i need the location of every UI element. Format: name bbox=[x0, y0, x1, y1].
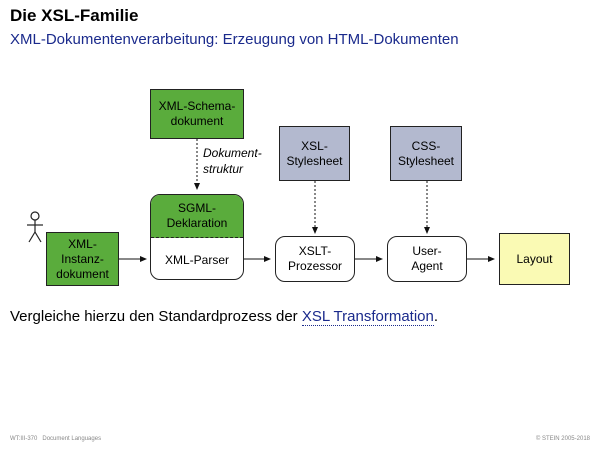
instanz-label-line2: Instanz- bbox=[61, 251, 104, 266]
sgml-declaration-section: SGML-Deklaration bbox=[151, 195, 243, 238]
instanz-label-line3: dokument bbox=[56, 266, 109, 281]
page-subtitle: XML-Dokumentenverarbeitung: Erzeugung vo… bbox=[10, 31, 459, 48]
user-agent-box: User-Agent bbox=[387, 236, 467, 282]
xml-instance-document-box: XML-Instanz-dokument bbox=[46, 232, 119, 286]
schema-label-line1: XML-Schema- bbox=[158, 99, 236, 113]
xslt-processor-box: XSLT-Prozessor bbox=[275, 236, 355, 282]
xsl-transformation-link[interactable]: XSL Transformation bbox=[301, 308, 434, 326]
xsl-stylesheet-box: XSL-Stylesheet bbox=[279, 126, 350, 181]
page-title: Die XSL-Familie bbox=[10, 6, 139, 25]
sgml-label-line1: SGML- bbox=[177, 201, 216, 215]
xsl-label-line1: XSL- bbox=[301, 138, 328, 153]
schema-label-line2: dokument bbox=[170, 114, 224, 128]
xsl-label-line2: Stylesheet bbox=[286, 153, 343, 168]
footer-left: WT:III-370 Document Languages bbox=[10, 436, 101, 442]
body-text-before: Vergleiche hierzu den Standardprozess de… bbox=[10, 308, 302, 325]
body-text-after: . bbox=[433, 308, 439, 325]
xml-parser-box: SGML-Deklaration XML-Parser bbox=[150, 194, 244, 280]
dokumentstruktur-line2: struktur bbox=[203, 161, 244, 176]
layout-box: Layout bbox=[499, 233, 570, 285]
dokumentstruktur-label: Dokument-struktur bbox=[203, 146, 262, 177]
footer-topic: Document Languages bbox=[42, 436, 102, 442]
css-label-line1: CSS- bbox=[411, 138, 441, 153]
sgml-label-line2: Deklaration bbox=[166, 216, 228, 230]
user-figure-icon bbox=[27, 211, 43, 243]
xml-parser-label: XML-Parser bbox=[164, 252, 229, 267]
agent-label-line2: Agent bbox=[411, 259, 443, 273]
css-stylesheet-box: CSS-Stylesheet bbox=[390, 126, 462, 181]
xml-schema-document-box: XML-Schema-dokument bbox=[150, 89, 244, 139]
instanz-label-line1: XML- bbox=[68, 236, 97, 251]
body-paragraph: Vergleiche hierzu den Standardprozess de… bbox=[10, 308, 439, 326]
agent-label-line1: User- bbox=[412, 244, 442, 258]
footer-copyright: © STEIN 2005-2018 bbox=[535, 436, 590, 442]
layout-label: Layout bbox=[516, 251, 553, 266]
css-label-line2: Stylesheet bbox=[397, 153, 455, 168]
xslt-label-line2: Prozessor bbox=[287, 259, 343, 273]
xslt-label-line1: XSLT- bbox=[298, 244, 332, 258]
dokumentstruktur-line1: Dokument- bbox=[203, 146, 262, 160]
footer-code: WT:III-370 bbox=[10, 436, 38, 442]
